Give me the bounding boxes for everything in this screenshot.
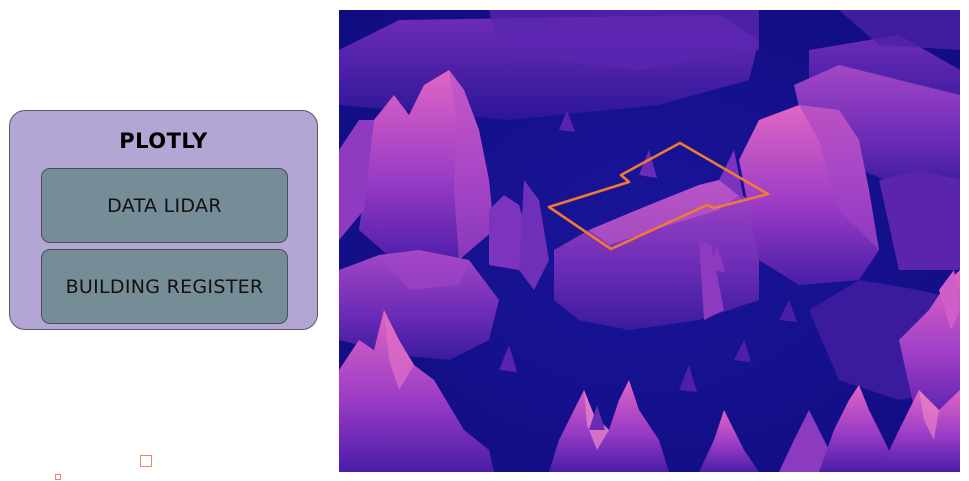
data-lidar-node: DATA LIDAR bbox=[41, 168, 288, 243]
lidar-surface-image bbox=[339, 10, 960, 472]
central-building bbox=[554, 180, 759, 330]
lidar-surface-svg bbox=[339, 10, 960, 472]
building-footprint-outline bbox=[547, 141, 770, 251]
group-title: PLOTLY bbox=[119, 129, 208, 153]
bottom-spikes bbox=[339, 310, 960, 472]
lower-right-mounds bbox=[809, 270, 960, 430]
decorative-square-small bbox=[55, 474, 61, 480]
decorative-square-large bbox=[140, 455, 152, 467]
right-peaks bbox=[719, 105, 960, 285]
data-lidar-label: DATA LIDAR bbox=[107, 194, 222, 217]
plotly-group-box: PLOTLY DATA LIDAR BUILDING REGISTER bbox=[9, 110, 318, 330]
small-spikes bbox=[499, 110, 797, 430]
building-register-label: BUILDING REGISTER bbox=[65, 275, 264, 298]
building-register-node: BUILDING REGISTER bbox=[41, 249, 288, 324]
left-peaks bbox=[339, 70, 549, 290]
